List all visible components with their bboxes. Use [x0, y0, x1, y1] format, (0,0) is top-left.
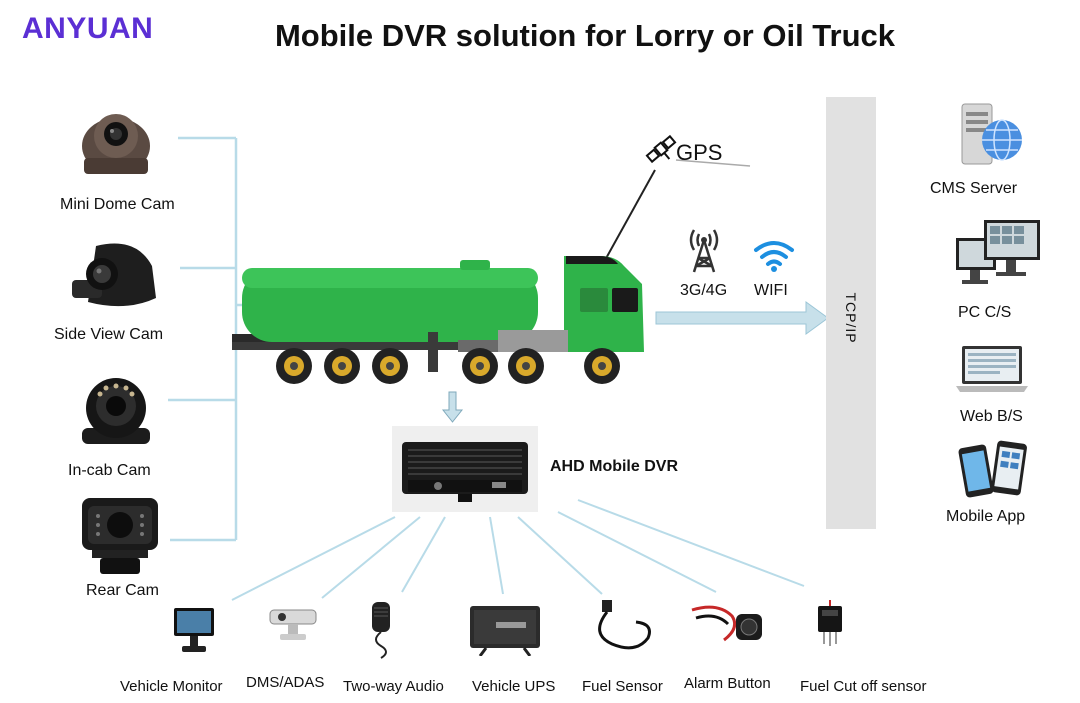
smartphones-icon [956, 440, 1036, 500]
rear-camera-icon [78, 496, 162, 578]
mini-dome-camera-icon [76, 100, 156, 176]
relay-icon [814, 600, 846, 650]
client-label-web: Web B/S [960, 408, 1023, 426]
dvr-device-icon [392, 426, 538, 512]
peripheral-label-ups: Vehicle UPS [472, 678, 555, 695]
dms-adas-camera-icon [266, 606, 320, 646]
ups-box-icon [466, 602, 544, 656]
fuel-sensor-icon [592, 598, 656, 656]
laptop-icon [954, 344, 1030, 396]
client-label-pc: PC C/S [958, 304, 1011, 322]
camera-label-rear: Rear Cam [86, 582, 159, 600]
peripheral-label-dms: DMS/ADAS [246, 674, 324, 691]
cellular-label: 3G/4G [680, 282, 727, 300]
peripheral-label-monitor: Vehicle Monitor [120, 678, 223, 695]
gps-label: GPS [676, 140, 722, 166]
peripheral-label-alarm: Alarm Button [684, 675, 771, 692]
peripheral-label-fuel-sensor: Fuel Sensor [582, 678, 663, 695]
wifi-label: WIFI [754, 282, 788, 300]
tcp-ip-label-box: TCP/IP [826, 280, 876, 360]
vehicle-monitor-icon [172, 604, 216, 656]
oil-truck-icon [232, 244, 652, 394]
tcp-ip-label: TCP/IP [843, 281, 859, 355]
in-cab-camera-icon [76, 368, 156, 448]
microphone-icon [366, 600, 396, 660]
pc-monitors-icon [950, 214, 1046, 294]
camera-label-side-view: Side View Cam [54, 326, 163, 344]
peripheral-label-fuel-cut: Fuel Cut off sensor [800, 678, 926, 695]
client-label-cms: CMS Server [930, 180, 1017, 198]
client-label-mobile: Mobile App [946, 508, 1025, 526]
server-icon [958, 98, 1026, 170]
dvr-label: AHD Mobile DVR [550, 458, 678, 476]
side-view-camera-icon [66, 236, 162, 314]
wifi-icon [752, 238, 796, 272]
peripheral-label-audio: Two-way Audio [343, 678, 444, 695]
cell-tower-icon [684, 222, 724, 274]
camera-label-mini-dome: Mini Dome Cam [60, 196, 175, 214]
alarm-button-icon [688, 600, 768, 656]
camera-label-in-cab: In-cab Cam [68, 462, 151, 480]
satellite-icon [644, 132, 678, 166]
